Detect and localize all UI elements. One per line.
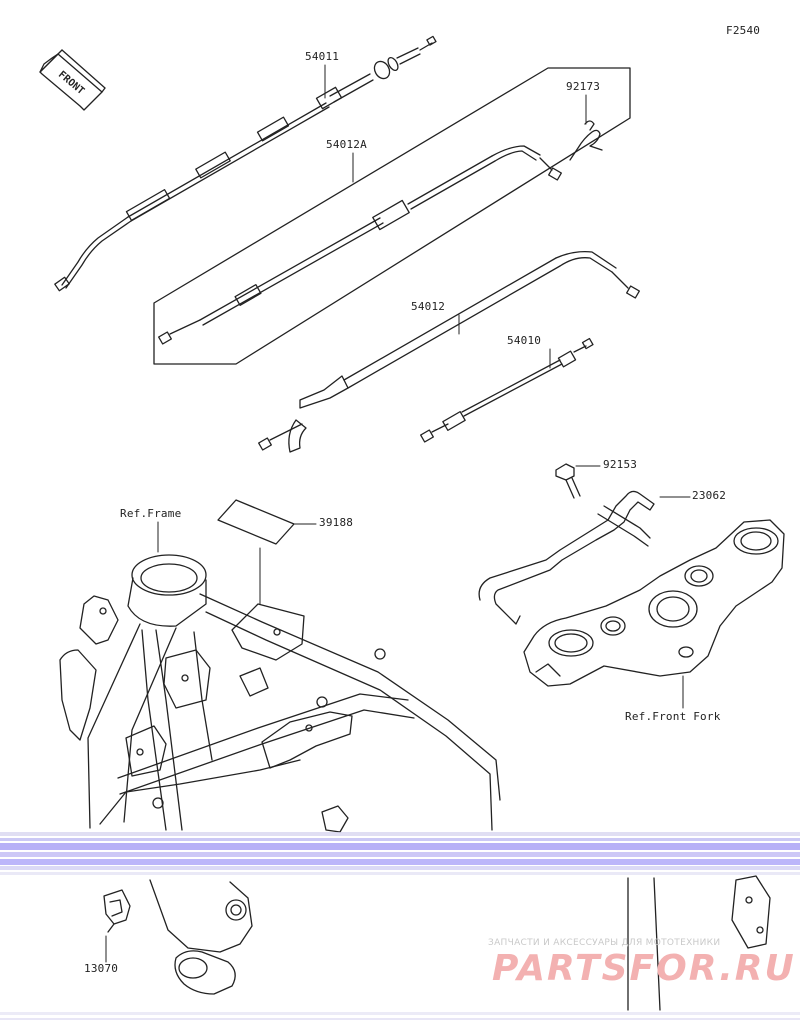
ref-front-fork-label: Ref.Front Fork	[625, 710, 721, 723]
cable-54010	[420, 337, 594, 443]
figure-code: F2540	[726, 24, 761, 37]
front-arrow-icon	[39, 49, 106, 111]
cable-54011	[54, 35, 437, 292]
cable-54012A	[158, 145, 562, 345]
scan-noise-band	[0, 832, 800, 1020]
bolt-92153	[555, 463, 581, 499]
part-label-92153: 92153	[603, 458, 638, 471]
part-label-92173: 92173	[566, 80, 601, 93]
part-label-23062: 23062	[692, 489, 727, 502]
watermark-logo: PARTSFOR.RU	[492, 948, 796, 989]
group-box-54012A	[153, 67, 631, 365]
bracket-23062	[478, 490, 655, 625]
cable-54012	[258, 250, 640, 453]
part-label-54012: 54012	[411, 300, 446, 313]
label-sheet-39188	[217, 499, 295, 545]
part-label-54012A: 54012A	[326, 138, 367, 151]
frame	[59, 554, 771, 1011]
part-label-13070: 13070	[84, 962, 119, 975]
part-label-54010: 54010	[507, 334, 542, 347]
clip-13070	[103, 889, 131, 933]
clamp-92173	[569, 120, 603, 161]
watermark-caption: ЗАПЧАСТИ И АКСЕССУАРЫ ДЛЯ МОТОТЕХНИКИ	[488, 938, 721, 948]
part-label-39188: 39188	[319, 516, 354, 529]
part-label-54011: 54011	[305, 50, 340, 63]
front-fork-bracket	[523, 519, 785, 687]
ref-frame-label: Ref.Frame	[120, 507, 182, 520]
leader-lines	[105, 64, 691, 963]
